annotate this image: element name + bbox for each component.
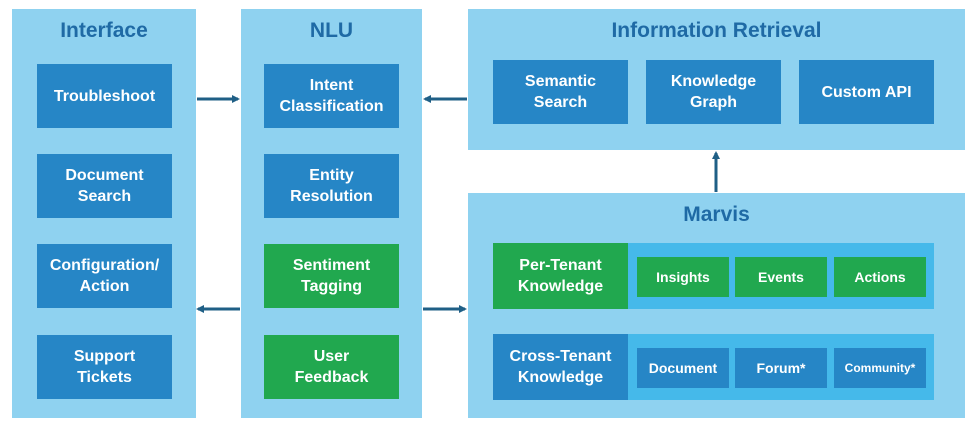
cross-tenant-item-document[interactable]: Document	[637, 348, 729, 388]
nlu-panel: NLU Intent Classification Entity Resolut…	[241, 9, 422, 418]
interface-panel: Interface Troubleshoot Document Search C…	[12, 9, 196, 418]
nlu-item-user-feedback[interactable]: User Feedback	[264, 335, 399, 399]
ir-item-knowledge-graph[interactable]: Knowledge Graph	[646, 60, 781, 124]
cross-tenant-item-forum[interactable]: Forum*	[735, 348, 827, 388]
marvis-panel: Marvis Per-Tenant Knowledge Insights Eve…	[468, 193, 965, 418]
marvis-title: Marvis	[683, 203, 750, 226]
cross-tenant-item-community[interactable]: Community*	[834, 348, 926, 388]
nlu-item-intent-classification[interactable]: Intent Classification	[264, 64, 399, 128]
ir-panel: Information Retrieval Semantic Search Kn…	[468, 9, 965, 150]
nlu-item-sentiment-tagging[interactable]: Sentiment Tagging	[264, 244, 399, 308]
interface-item-troubleshoot[interactable]: Troubleshoot	[37, 64, 172, 128]
per-tenant-item-events[interactable]: Events	[735, 257, 827, 297]
ir-title: Information Retrieval	[611, 19, 822, 42]
ir-item-custom-api[interactable]: Custom API	[799, 60, 934, 124]
per-tenant-knowledge[interactable]: Per-Tenant Knowledge	[493, 243, 628, 309]
nlu-title: NLU	[309, 19, 354, 42]
interface-item-support-tickets[interactable]: Support Tickets	[37, 335, 172, 399]
per-tenant-item-actions[interactable]: Actions	[834, 257, 926, 297]
interface-title: Interface	[60, 19, 148, 42]
per-tenant-item-insights[interactable]: Insights	[637, 257, 729, 297]
ir-item-semantic-search[interactable]: Semantic Search	[493, 60, 628, 124]
interface-item-document-search[interactable]: Document Search	[37, 154, 172, 218]
cross-tenant-knowledge[interactable]: Cross-Tenant Knowledge	[493, 334, 628, 400]
interface-item-configuration-action[interactable]: Configuration/ Action	[37, 244, 172, 308]
nlu-item-entity-resolution[interactable]: Entity Resolution	[264, 154, 399, 218]
